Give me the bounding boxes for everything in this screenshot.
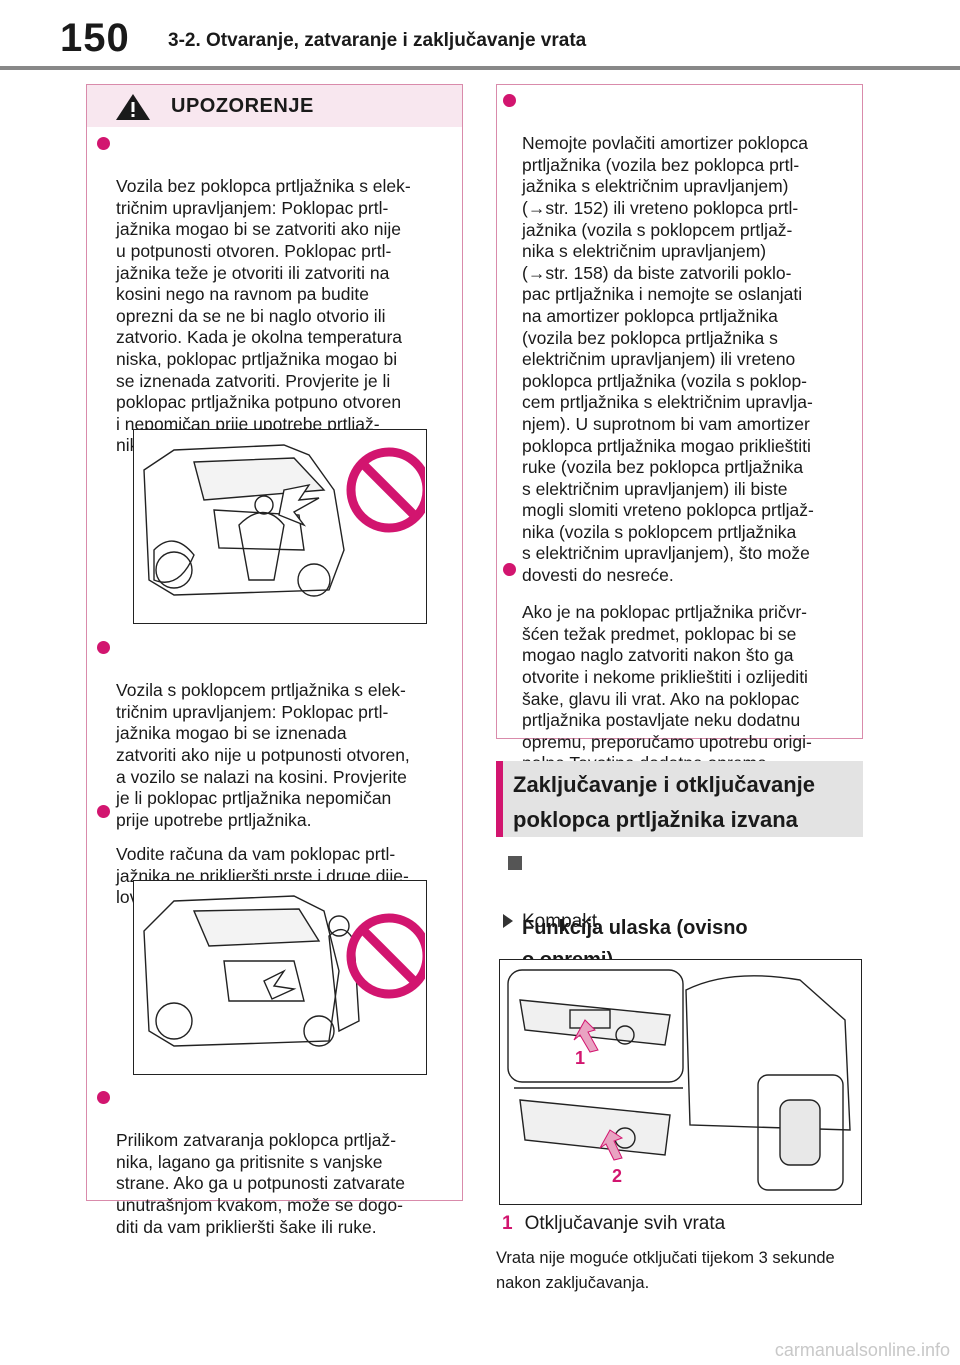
bullet-text: Nemojte povlačiti amortizer poklopca prt… bbox=[522, 133, 814, 586]
warning-bullet-4: Prilikom zatvaranja poklopca prtljaž- ni… bbox=[97, 1087, 456, 1238]
numbered-item: 1 Otključavanje svih vrata bbox=[502, 1213, 725, 1235]
variant-label: Kompakt bbox=[503, 911, 597, 933]
variant-text: Kompakt bbox=[522, 911, 597, 932]
square-bullet-icon bbox=[508, 856, 522, 870]
triangle-bullet-icon bbox=[503, 914, 513, 928]
note-text: Vrata nije moguće otključati tijekom 3 s… bbox=[496, 1249, 835, 1292]
page-number: 150 bbox=[60, 16, 130, 60]
header-divider bbox=[0, 66, 960, 70]
warning-bullet-2: Vozila s poklopcem prtljažnika s elek- t… bbox=[97, 637, 456, 831]
bullet-dot-icon bbox=[97, 1091, 110, 1104]
illustration-closing-tailgate-hands bbox=[133, 880, 432, 1075]
page-header: 150 3-2. Otvaranje, zatvaranje i zaključ… bbox=[0, 0, 960, 72]
car-illustration bbox=[143, 895, 432, 1047]
section-title: 3-2. Otvaranje, zatvaranje i zaključavan… bbox=[168, 30, 587, 51]
bullet-text: Vozila bez poklopca prtljažnika s elek- … bbox=[116, 176, 411, 455]
callout-1: 1 bbox=[575, 1048, 585, 1068]
warning-box-right bbox=[496, 84, 863, 739]
bullet-text: Vozila s poklopcem prtljažnika s elek- t… bbox=[116, 680, 410, 830]
bullet-dot-icon bbox=[503, 563, 516, 576]
section-heading: Zaključavanje i otključavanje poklopca p… bbox=[513, 772, 816, 832]
warning-triangle-icon bbox=[116, 94, 150, 120]
watermark: carmanualsonline.info bbox=[774, 1340, 950, 1360]
section-heading-box: Zaključavanje i otključavanje poklopca p… bbox=[496, 761, 863, 837]
bullet-text: Prilikom zatvaranja poklopca prtljaž- ni… bbox=[116, 1130, 405, 1237]
warning-header: UPOZORENJE bbox=[87, 85, 462, 127]
bullet-dot-icon bbox=[97, 641, 110, 654]
bullet-dot-icon bbox=[503, 94, 516, 107]
bullet-dot-icon bbox=[97, 805, 110, 818]
warning-bullet-6: Ako je na poklopac prtljažnika pričvr- š… bbox=[503, 559, 858, 775]
bullet-text: Ako je na poklopac prtljažnika pričvr- š… bbox=[522, 602, 812, 773]
warning-title: UPOZORENJE bbox=[171, 95, 314, 117]
illustration-tailgate-opener: 1 2 bbox=[499, 959, 862, 1205]
illustration-tailgate-closing-on-person bbox=[133, 429, 432, 624]
warning-box-left: UPOZORENJE bbox=[86, 84, 463, 1201]
item-text: Otključavanje svih vrata bbox=[524, 1213, 726, 1234]
warning-bullet-1: Vozila bez poklopca prtljažnika s elek- … bbox=[97, 133, 456, 457]
car-illustration bbox=[143, 444, 432, 597]
warning-bullet-5: Nemojte povlačiti amortizer poklopca prt… bbox=[503, 90, 858, 587]
heading-accent-bar bbox=[496, 761, 503, 837]
callout-2: 2 bbox=[612, 1166, 622, 1186]
bullet-dot-icon bbox=[97, 137, 110, 150]
item-number: 1 bbox=[502, 1213, 513, 1234]
tailgate-opener-illustration: 1 2 bbox=[507, 969, 851, 1191]
